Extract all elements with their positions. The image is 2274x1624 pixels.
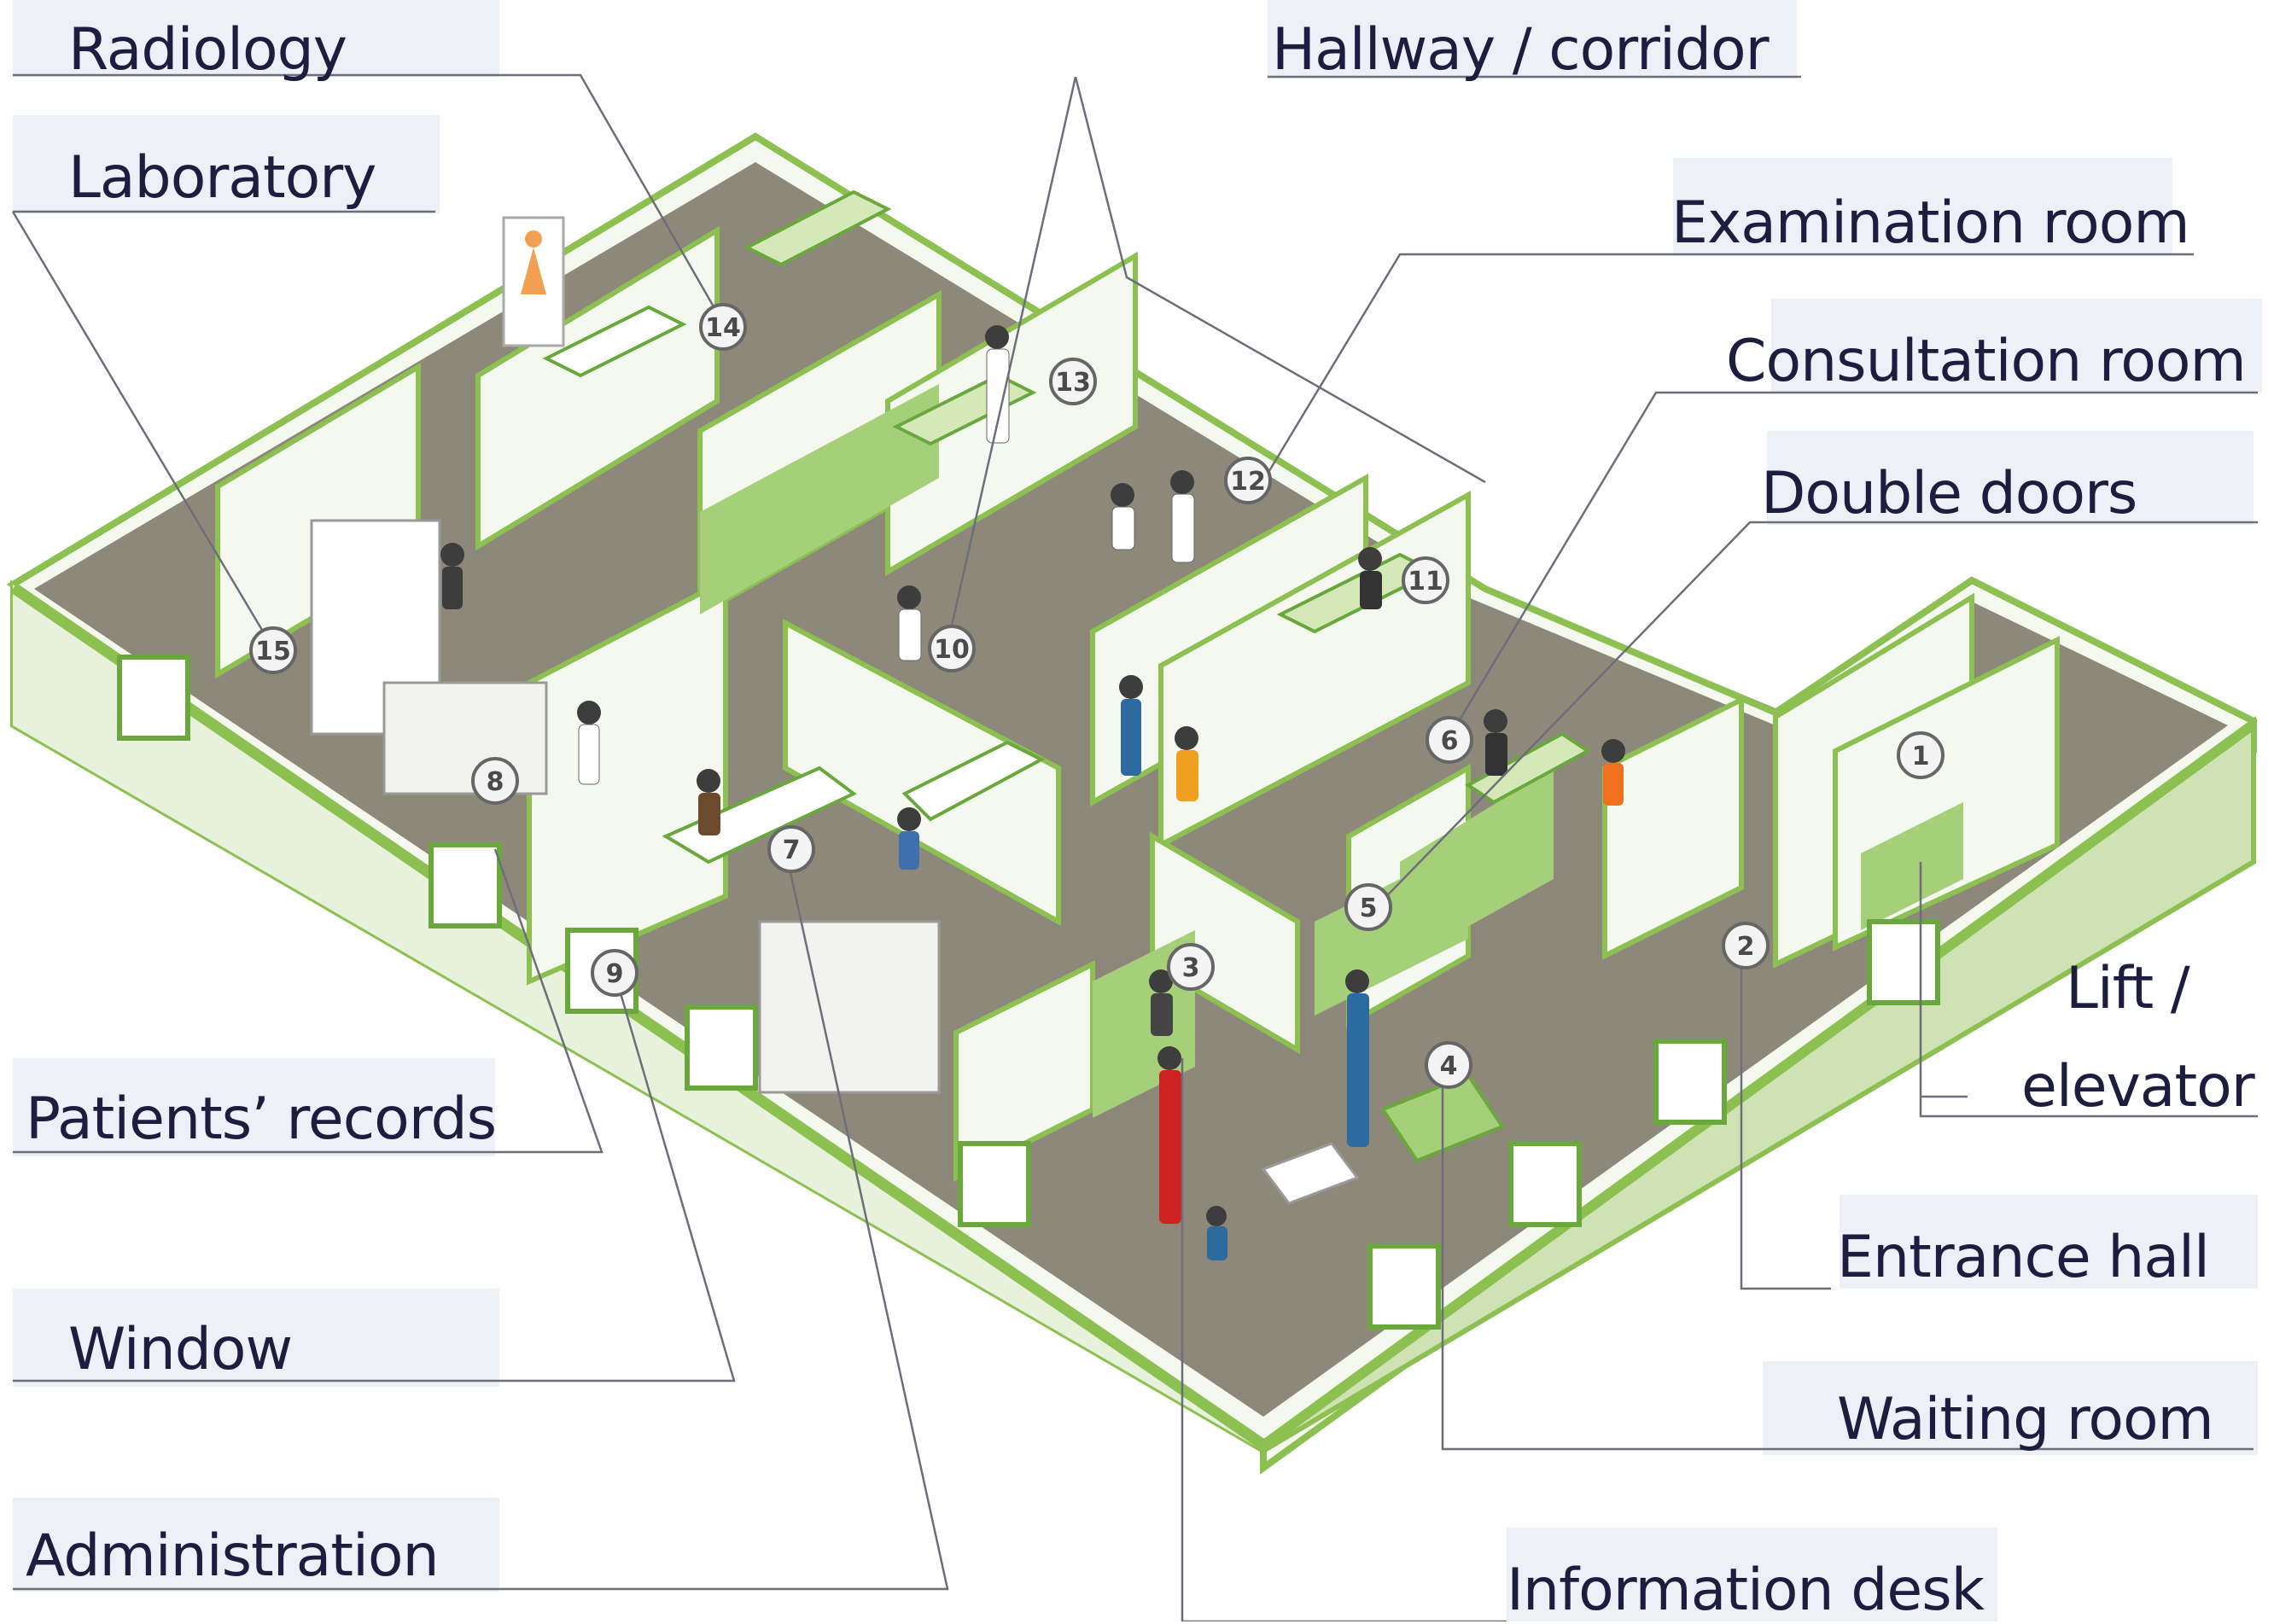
leader-lines: [11, 73, 2258, 1621]
marker-13: 13: [1049, 358, 1097, 405]
marker-number: 10: [934, 635, 970, 665]
marker-number: 7: [783, 835, 801, 865]
label-entrance-hall: Entrance hall: [1837, 1224, 2210, 1291]
marker-number: 4: [1440, 1051, 1458, 1081]
people: [440, 325, 1625, 1260]
marker-15: 15: [249, 626, 297, 674]
marker-number: 1: [1912, 742, 1930, 771]
label-administration: Administration: [26, 1522, 440, 1590]
label-backgrounds: [13, 0, 2262, 1621]
marker-5: 5: [1344, 883, 1392, 931]
label-lift-line2: elevator: [2021, 1053, 2255, 1121]
marker-number: 14: [705, 313, 741, 343]
marker-8: 8: [471, 757, 519, 805]
marker-11: 11: [1402, 556, 1449, 604]
marker-14: 14: [699, 303, 747, 351]
label-double-doors: Double doors: [1761, 460, 2137, 527]
marker-2: 2: [1722, 922, 1770, 969]
marker-number: 2: [1737, 932, 1755, 962]
marker-number: 8: [487, 767, 504, 797]
label-laboratory: Laboratory: [68, 144, 376, 212]
marker-4: 4: [1425, 1041, 1472, 1089]
marker-number: 15: [255, 637, 291, 666]
label-waiting-room: Waiting room: [1837, 1386, 2214, 1453]
marker-6: 6: [1426, 716, 1473, 764]
label-patients-records: Patients’ records: [26, 1086, 497, 1153]
marker-9: 9: [591, 949, 638, 997]
marker-12: 12: [1224, 457, 1272, 504]
label-information-desk: Information desk: [1507, 1557, 1985, 1624]
marker-1: 1: [1897, 731, 1945, 779]
marker-number: 5: [1360, 893, 1378, 923]
marker-number: 11: [1408, 567, 1443, 597]
marker-number: 9: [606, 959, 624, 989]
label-hallway-corridor: Hallway / corridor: [1272, 16, 1770, 84]
label-window: Window: [68, 1316, 293, 1383]
marker-3: 3: [1167, 943, 1215, 991]
label-consultation-room: Consultation room: [1726, 328, 2247, 395]
label-radiology: Radiology: [68, 16, 347, 84]
marker-10: 10: [928, 625, 976, 672]
marker-number: 13: [1055, 368, 1091, 398]
marker-7: 7: [767, 825, 815, 873]
label-lift-line1: Lift /: [2066, 955, 2190, 1022]
marker-number: 12: [1230, 467, 1266, 497]
marker-number: 3: [1182, 953, 1200, 983]
marker-number: 6: [1441, 726, 1459, 756]
label-examination-room: Examination room: [1671, 189, 2190, 257]
window-frames: [117, 655, 1940, 1330]
